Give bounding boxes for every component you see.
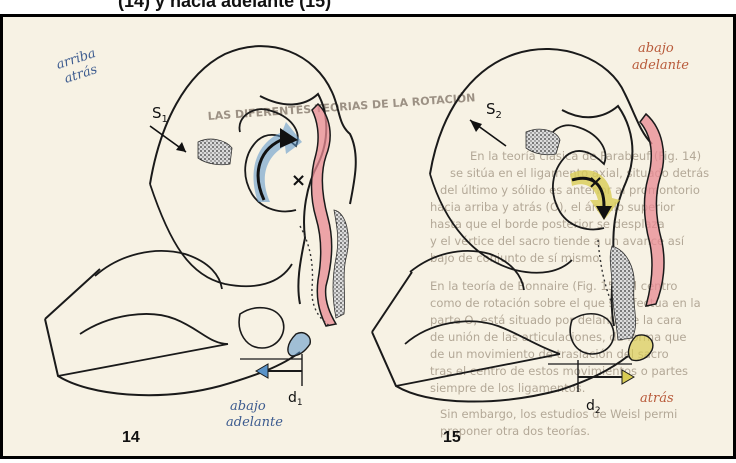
s1-letter: S — [152, 104, 162, 122]
rotation-center-marker-14: × — [291, 170, 306, 191]
top-caption: (14) y hacia adelante (15) — [118, 0, 331, 12]
d1-letter: d — [288, 390, 297, 406]
d1-subscript: 1 — [297, 398, 303, 408]
illustration-frame: LAS DIFERENTES TEORIAS DE LA ROTACIÓN En… — [0, 14, 736, 459]
s2-subscript: 2 — [496, 110, 502, 121]
illustration-canvas: LAS DIFERENTES TEORIAS DE LA ROTACIÓN En… — [0, 14, 736, 459]
handwritten-bottom-line2-14: adelante — [226, 415, 283, 430]
handwritten-bottom-line1-15: atrás — [640, 391, 674, 406]
bg-line: hacia arriba y atrás (O), el ángulo supe… — [430, 200, 675, 214]
bg-line: En la teoría de Bonnaire (Fig. 15), el c… — [430, 279, 677, 293]
bg-line: como de rotación sobre el que se efectúa… — [430, 296, 701, 310]
top-caption-strip: (14) y hacia adelante (15) — [0, 0, 736, 14]
bg-line: parte O, está situado por delante de la … — [430, 313, 682, 327]
figure-number-15: 15 — [443, 429, 461, 446]
bg-line: hasta que el borde posterior se desplaza — [430, 217, 665, 231]
bg-line: proponer otra dos teorías. — [440, 424, 590, 438]
ligament-stipple-upper-14 — [198, 139, 232, 165]
d2-letter: d — [586, 398, 595, 414]
handwritten-top-line1-15: abajo — [638, 41, 674, 56]
bg-line: Sin embargo, los estudios de Weisl permi — [440, 407, 677, 421]
bg-line: bajo de conjunto de sí mismo. — [430, 251, 603, 265]
handwritten-top-line2-15: adelante — [632, 58, 689, 73]
handwritten-bottom-line1-14: abajo — [230, 399, 266, 414]
figure-number-14: 14 — [122, 429, 140, 446]
bg-line: siempre de los ligamentos. — [430, 381, 585, 395]
d2-subscript: 2 — [595, 406, 601, 416]
rotation-center-marker-15: × — [588, 172, 603, 193]
bg-line: del último y sólido es anterior al promo… — [440, 183, 700, 197]
s2-letter: S — [486, 100, 496, 118]
s1-subscript: 1 — [162, 114, 168, 125]
